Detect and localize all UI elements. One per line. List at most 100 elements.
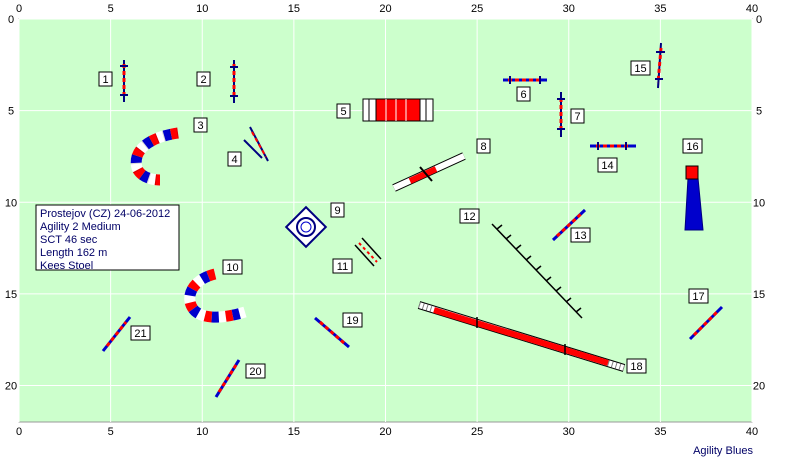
obstacle-number: 10 [226, 262, 238, 274]
obstacle-17-jump [688, 305, 724, 341]
y-tick-label: 15 [5, 289, 17, 301]
x-tick-label: 5 [108, 426, 114, 438]
label-box-6 [516, 86, 531, 102]
obstacle-7-jump [557, 92, 565, 137]
y-tick-label: 20 [753, 381, 765, 393]
info-event: Prostejov (CZ) 24-06-2012 [40, 208, 170, 220]
info-length: Length 162 m [40, 247, 107, 259]
obstacle-2-jump [230, 60, 238, 103]
obstacle-number: 6 [520, 89, 526, 101]
x-tick-label: 0 [16, 3, 22, 15]
label-box-10 [222, 259, 243, 275]
y-tick-label: 15 [753, 289, 765, 301]
y-tick-label: 10 [5, 197, 17, 209]
obstacle-number: 7 [574, 111, 580, 123]
obstacle-18-dog-walk [417, 301, 626, 372]
y-tick-label: 5 [8, 106, 14, 118]
obstacle-19-jump [314, 316, 350, 349]
obstacle-number: 21 [134, 328, 146, 340]
label-box-18 [626, 358, 647, 374]
label-box-4 [227, 151, 242, 167]
obstacle-13-jump [551, 208, 587, 242]
x-tick-label: 40 [746, 426, 758, 438]
x-tick-label: 10 [196, 426, 208, 438]
obstacle-number: 5 [340, 106, 346, 118]
x-tick-label: 25 [471, 3, 483, 15]
obstacle-number: 20 [249, 366, 261, 378]
obstacle-number: 13 [574, 230, 586, 242]
obstacle-number: 14 [601, 160, 613, 172]
obstacle-number: 4 [231, 154, 237, 166]
label-box-15 [630, 60, 651, 76]
label-box-17 [688, 288, 709, 304]
obstacle-6-jump [503, 76, 547, 84]
obstacle-5-tunnel [362, 98, 434, 122]
x-tick-label: 15 [288, 3, 300, 15]
y-tick-label: 0 [8, 14, 14, 26]
obstacle-number: 15 [634, 63, 646, 75]
obstacle-11-jump [354, 237, 382, 267]
obstacle-number: 9 [334, 205, 340, 217]
obstacle-12-weave-poles [491, 223, 583, 319]
obstacle-1-jump [120, 60, 128, 102]
obstacle-number: 1 [102, 74, 108, 86]
x-tick-label: 35 [654, 3, 666, 15]
credit-text: Agility Blues [693, 445, 753, 457]
obstacle-number: 18 [630, 361, 642, 373]
label-box-14 [597, 157, 618, 173]
info-judge: Kees Stoel [40, 260, 93, 272]
x-tick-label: 40 [746, 3, 758, 15]
obstacle-number: 2 [200, 74, 206, 86]
obstacle-number: 19 [346, 315, 358, 327]
x-tick-label: 0 [16, 426, 22, 438]
x-tick-label: 20 [379, 426, 391, 438]
label-box-1 [98, 71, 113, 87]
x-tick-label: 5 [108, 3, 114, 15]
obstacle-number: 3 [197, 120, 203, 132]
obstacle-4-jump [243, 126, 269, 162]
x-tick-label: 15 [288, 426, 300, 438]
y-tick-label: 20 [5, 381, 17, 393]
obstacle-21-jump [101, 316, 132, 352]
label-box-12 [459, 208, 480, 224]
x-tick-label: 30 [563, 3, 575, 15]
obstacle-9-tire [284, 205, 328, 249]
info-class: Agility 2 Medium [40, 221, 121, 233]
obstacle-number: 11 [337, 261, 348, 273]
y-tick-label: 10 [753, 197, 765, 209]
obstacle-20-jump [214, 359, 241, 398]
label-box-8 [476, 138, 491, 154]
x-tick-label: 25 [471, 426, 483, 438]
label-box-3 [193, 117, 208, 133]
x-tick-label: 30 [563, 426, 575, 438]
obstacle-number-labels [98, 60, 709, 379]
info-sct: SCT 46 sec [40, 234, 98, 246]
obstacle-8-seesaw [392, 152, 466, 192]
x-tick-label: 10 [196, 3, 208, 15]
label-box-19 [342, 312, 363, 328]
obstacle-15-jump [655, 42, 665, 89]
obstacle-number-texts: 1 2 3 4 5 6 7 8 9 10 11 12 13 14 15 16 1… [102, 63, 704, 378]
label-box-2 [196, 71, 211, 87]
obstacle-16-collapsed-tunnel [684, 165, 704, 231]
label-box-13 [570, 227, 591, 243]
x-tick-label: 35 [654, 426, 666, 438]
y-tick-label: 0 [756, 14, 762, 26]
obstacle-number: 12 [463, 211, 475, 223]
y-tick-label: 5 [756, 106, 762, 118]
obstacle-number: 8 [480, 141, 486, 153]
label-box-9 [330, 202, 345, 218]
label-box-16 [682, 138, 703, 154]
label-box-21 [130, 325, 151, 341]
label-box-20 [245, 363, 266, 379]
obstacle-14-jump [590, 142, 636, 150]
obstacle-10-tunnel [184, 268, 247, 323]
x-tick-label: 20 [379, 3, 391, 15]
course-info-box: Prostejov (CZ) 24-06-2012 Agility 2 Medi… [35, 204, 180, 272]
obstacle-number: 16 [686, 141, 698, 153]
label-box-7 [570, 108, 585, 124]
label-box-11 [332, 258, 353, 274]
